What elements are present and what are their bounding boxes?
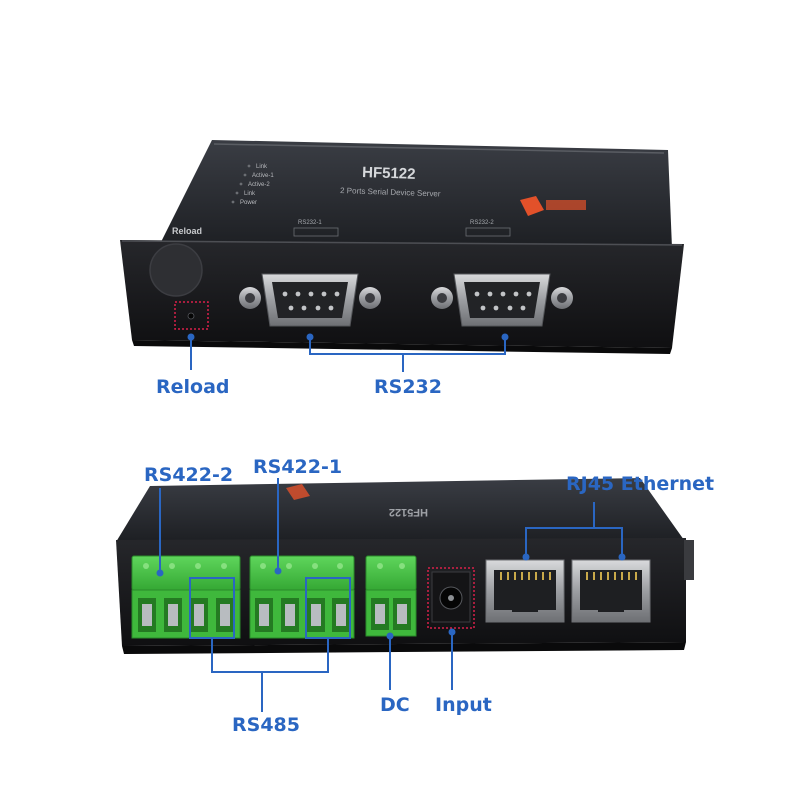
svg-text:Active-2: Active-2	[248, 182, 270, 188]
label-input: Input	[435, 694, 492, 716]
terminal-block-rs422-2	[131, 555, 241, 639]
label-rj45-ethernet: RJ45 Ethernet	[566, 473, 715, 495]
svg-text:Power: Power	[240, 200, 257, 206]
device-front-view: HF5122 2 Ports Serial Device Server Link…	[120, 140, 684, 372]
label-rs232: RS232	[374, 376, 442, 398]
label-reload: Reload	[156, 376, 230, 398]
device-rear-view: HF5122	[116, 478, 694, 712]
reload-hole	[187, 312, 195, 320]
label-rs485: RS485	[232, 714, 300, 736]
port1-tag: RS232-1	[298, 220, 322, 226]
label-dc: DC	[380, 694, 410, 716]
rubber-foot	[150, 244, 202, 296]
svg-text:Active-1: Active-1	[252, 173, 274, 179]
model-subtitle: 2 Ports Serial Device Server	[340, 186, 441, 199]
svg-text:Link: Link	[244, 191, 256, 197]
port2-tag: RS232-2	[470, 220, 494, 226]
terminal-block-rs422-1	[249, 555, 355, 639]
device-top-cover	[160, 140, 672, 248]
label-rs422-2: RS422-2	[144, 464, 234, 486]
terminal-block-dc	[365, 555, 417, 637]
db9-connector-1	[239, 273, 381, 327]
reload-text: Reload	[172, 226, 202, 236]
callout-lines-bottom	[159, 478, 623, 712]
callout-lines-top	[190, 338, 506, 372]
rj45-port-1	[485, 559, 565, 623]
db9-connector-2	[431, 273, 573, 327]
model-name: HF5122	[362, 164, 416, 183]
brand-logo	[520, 196, 586, 216]
reload-highlight	[174, 301, 209, 330]
rj45-port-2	[571, 559, 651, 623]
model-name-rear: HF5122	[389, 506, 428, 518]
device-rear-top-cover	[116, 478, 684, 542]
led-labels: Link Active-1 Active-2 Link Power	[240, 164, 274, 206]
device-front-panel	[120, 240, 684, 348]
dc-barrel-jack	[427, 567, 475, 629]
svg-text:Link: Link	[256, 164, 268, 170]
label-rs422-1: RS422-1	[253, 456, 343, 478]
